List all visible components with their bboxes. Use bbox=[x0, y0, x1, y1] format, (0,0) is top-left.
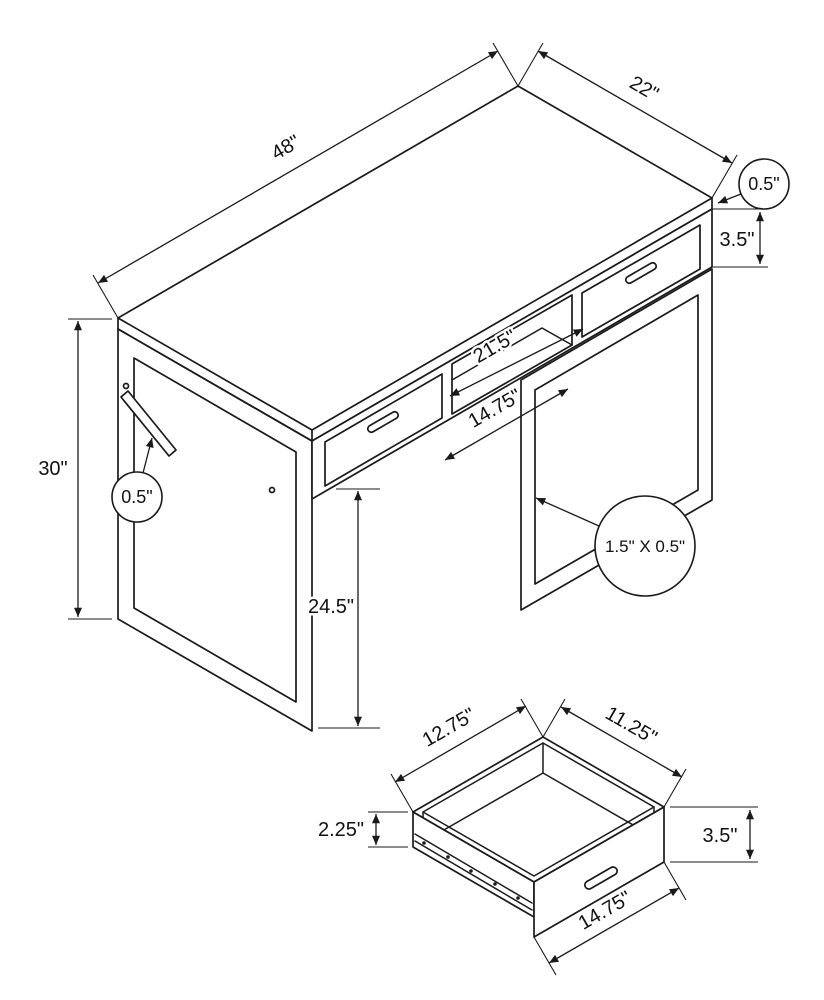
drawer-handle-icon bbox=[584, 866, 618, 890]
extension-lines bbox=[68, 42, 768, 729]
callout-circle bbox=[594, 495, 696, 597]
left-leg-inner bbox=[133, 357, 297, 703]
drawer-front-left bbox=[324, 373, 443, 487]
slide-rail-roller bbox=[516, 896, 520, 900]
mounting-hole bbox=[122, 382, 130, 390]
extension-lines bbox=[368, 698, 758, 976]
leader-arrow bbox=[142, 437, 154, 474]
leader-arrow bbox=[535, 497, 600, 527]
dim-label-drawer-front-height: 3.5" bbox=[703, 825, 738, 847]
dim-label-clearance-height: 24.5" bbox=[308, 596, 354, 618]
callout-circle bbox=[111, 471, 163, 523]
callout-top-thickness: 0.5" bbox=[717, 158, 790, 210]
slide-rail-roller bbox=[446, 855, 450, 859]
dim-line-cubby-width bbox=[449, 328, 584, 397]
dim-line-drawer-front-width bbox=[548, 887, 680, 964]
slide-rail-lines bbox=[414, 833, 533, 911]
dim-label-top-depth: 22" bbox=[626, 72, 662, 106]
dim-label-drawer-side-height: 2.25" bbox=[318, 819, 364, 841]
leader-arrow bbox=[717, 193, 742, 204]
slide-rail-roller bbox=[422, 841, 426, 845]
dim-line-top-length bbox=[97, 50, 499, 284]
drawer-handle-icon bbox=[366, 410, 400, 434]
corner-brace bbox=[120, 390, 177, 457]
callout-brace-thickness: 0.5" bbox=[111, 437, 163, 523]
dim-label-drawer-depth: 12.75" bbox=[419, 704, 479, 752]
drawer-front-right bbox=[581, 224, 701, 338]
dim-label-apron-height: 3.5" bbox=[720, 229, 755, 251]
slide-rail bbox=[414, 833, 533, 911]
callout-circle bbox=[738, 158, 790, 210]
dim-line-top-depth bbox=[537, 50, 733, 164]
right-leg-inner bbox=[534, 294, 699, 585]
dim-label-top-thickness: 0.5" bbox=[748, 174, 779, 194]
dim-label-overall-height: 30" bbox=[38, 458, 67, 480]
dim-label-brace-thickness: 0.5" bbox=[121, 487, 152, 507]
desk-drawing bbox=[117, 85, 713, 732]
dim-line-drawer-depth bbox=[394, 705, 527, 783]
slide-rail-roller bbox=[493, 882, 497, 886]
drawer-handle-icon bbox=[624, 261, 658, 285]
callout-frame-profile: 1.5" X 0.5" bbox=[535, 495, 696, 597]
dim-line-drawer-inner-width bbox=[560, 706, 683, 778]
dim-label-top-length: 48" bbox=[268, 131, 304, 165]
slide-rail-roller bbox=[469, 869, 473, 873]
dim-label-frame-profile: 1.5" X 0.5" bbox=[605, 537, 685, 556]
dim-label-drawer-inner-width: 11.25" bbox=[601, 702, 660, 749]
mounting-hole bbox=[268, 486, 276, 494]
dim-line-drawer-width bbox=[444, 388, 569, 461]
